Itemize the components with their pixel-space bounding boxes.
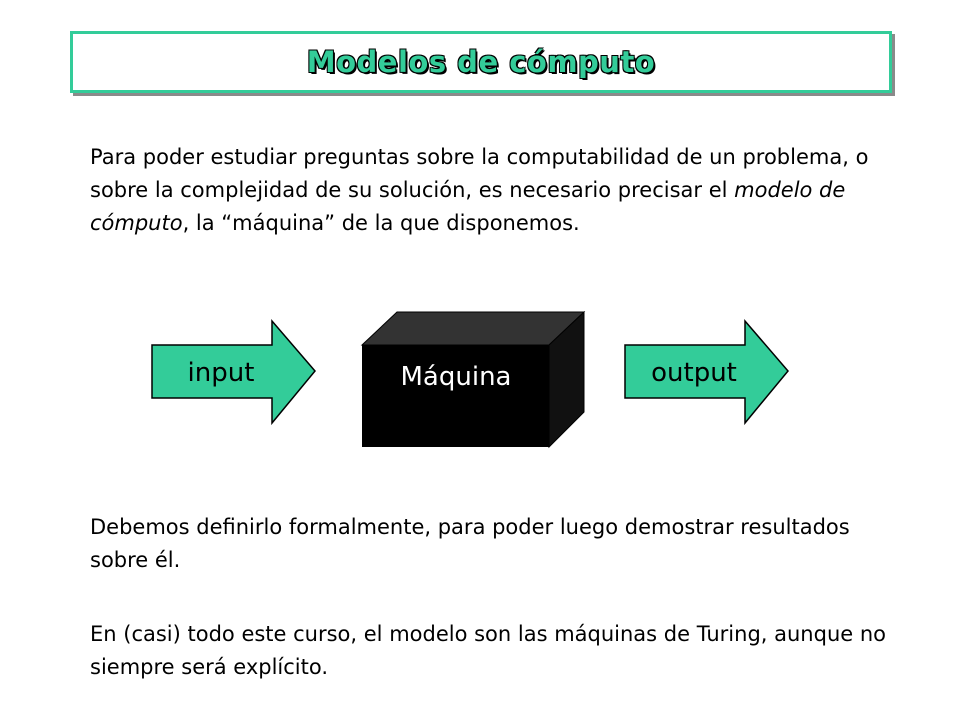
intro-text-start: Para poder estudiar preguntas sobre la c… <box>90 145 869 202</box>
machine-label: Máquina <box>401 362 512 392</box>
definition-paragraph: Debemos definirlo formalmente, para pode… <box>90 515 850 572</box>
intro-paragraph: Para poder estudiar preguntas sobre la c… <box>90 141 910 240</box>
input-arrow <box>151 318 316 426</box>
intro-emphasis: modelo de cómputo <box>90 178 846 235</box>
output-label: output <box>651 358 737 388</box>
intro-text-end: , la “máquina” de la que disponemos. <box>182 211 580 235</box>
output-arrow <box>624 318 789 426</box>
input-label: input <box>188 358 255 388</box>
turing-paragraph: En (casi) todo este curso, el modelo son… <box>90 622 887 679</box>
page-title: Modelos de cómputo <box>306 45 656 79</box>
machine-box <box>360 310 586 449</box>
title-box: Modelos de cómputo <box>70 31 892 93</box>
